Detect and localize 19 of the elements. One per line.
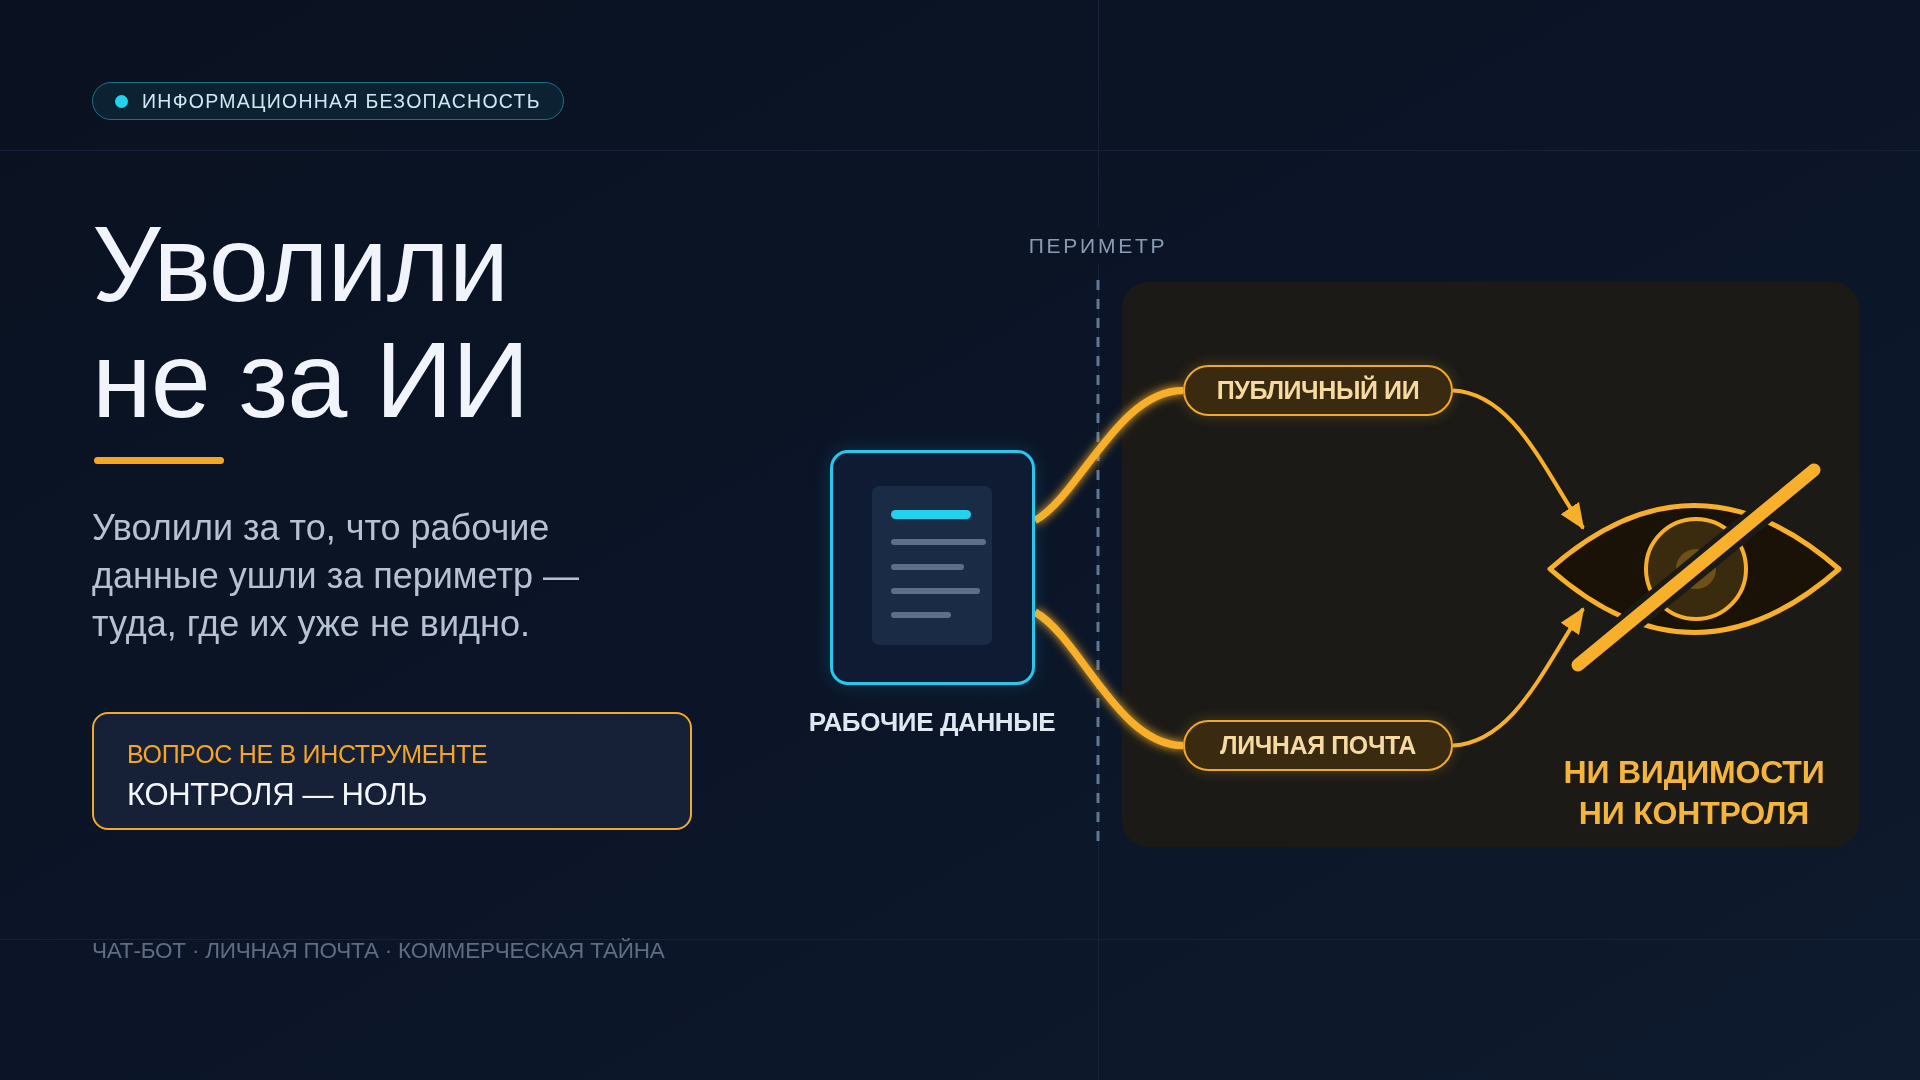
category-badge <box>92 82 564 120</box>
badge-text: ИНФОРМАЦИОННАЯ БЕЗОПАСНОСТЬ <box>142 89 541 113</box>
zone-panel <box>1122 282 1859 847</box>
callout-text: КОНТРОЛЯ — НОЛЬ <box>127 777 429 813</box>
footer-tags: ЧАТ-БОТ · ЛИЧНАЯ ПОЧТА · КОММЕРЧЕСКАЯ ТАЙНА <box>92 938 665 964</box>
callout-heading: ВОПРОС НЕ В ИНСТРУМЕНТЕ <box>127 739 489 769</box>
arrow <box>1452 607 1585 748</box>
arrow <box>1452 388 1585 530</box>
node-caption: РАБОЧИЕ ДАННЫЕ <box>807 706 1057 738</box>
destination-tag: ЛИЧНАЯ ПОЧТА <box>1183 720 1453 771</box>
connector-line <box>1032 609 1184 750</box>
node-caption: НИ ВИДИМОСТИ НИ КОНТРОЛЯ <box>1562 753 1826 833</box>
description-text: Уволили за то, что рабочие данные ушли за периметр — туда, где их уже не видно. <box>92 506 580 646</box>
document-card <box>830 450 1035 685</box>
connector-line <box>1032 386 1184 524</box>
destination-tag: ПУБЛИЧНЫЙ ИИ <box>1183 365 1453 416</box>
perimeter-label: ПЕРИМЕТР <box>1027 233 1169 259</box>
callout-box <box>92 712 692 830</box>
slide-title: Уволили не за ИИ <box>92 206 530 438</box>
